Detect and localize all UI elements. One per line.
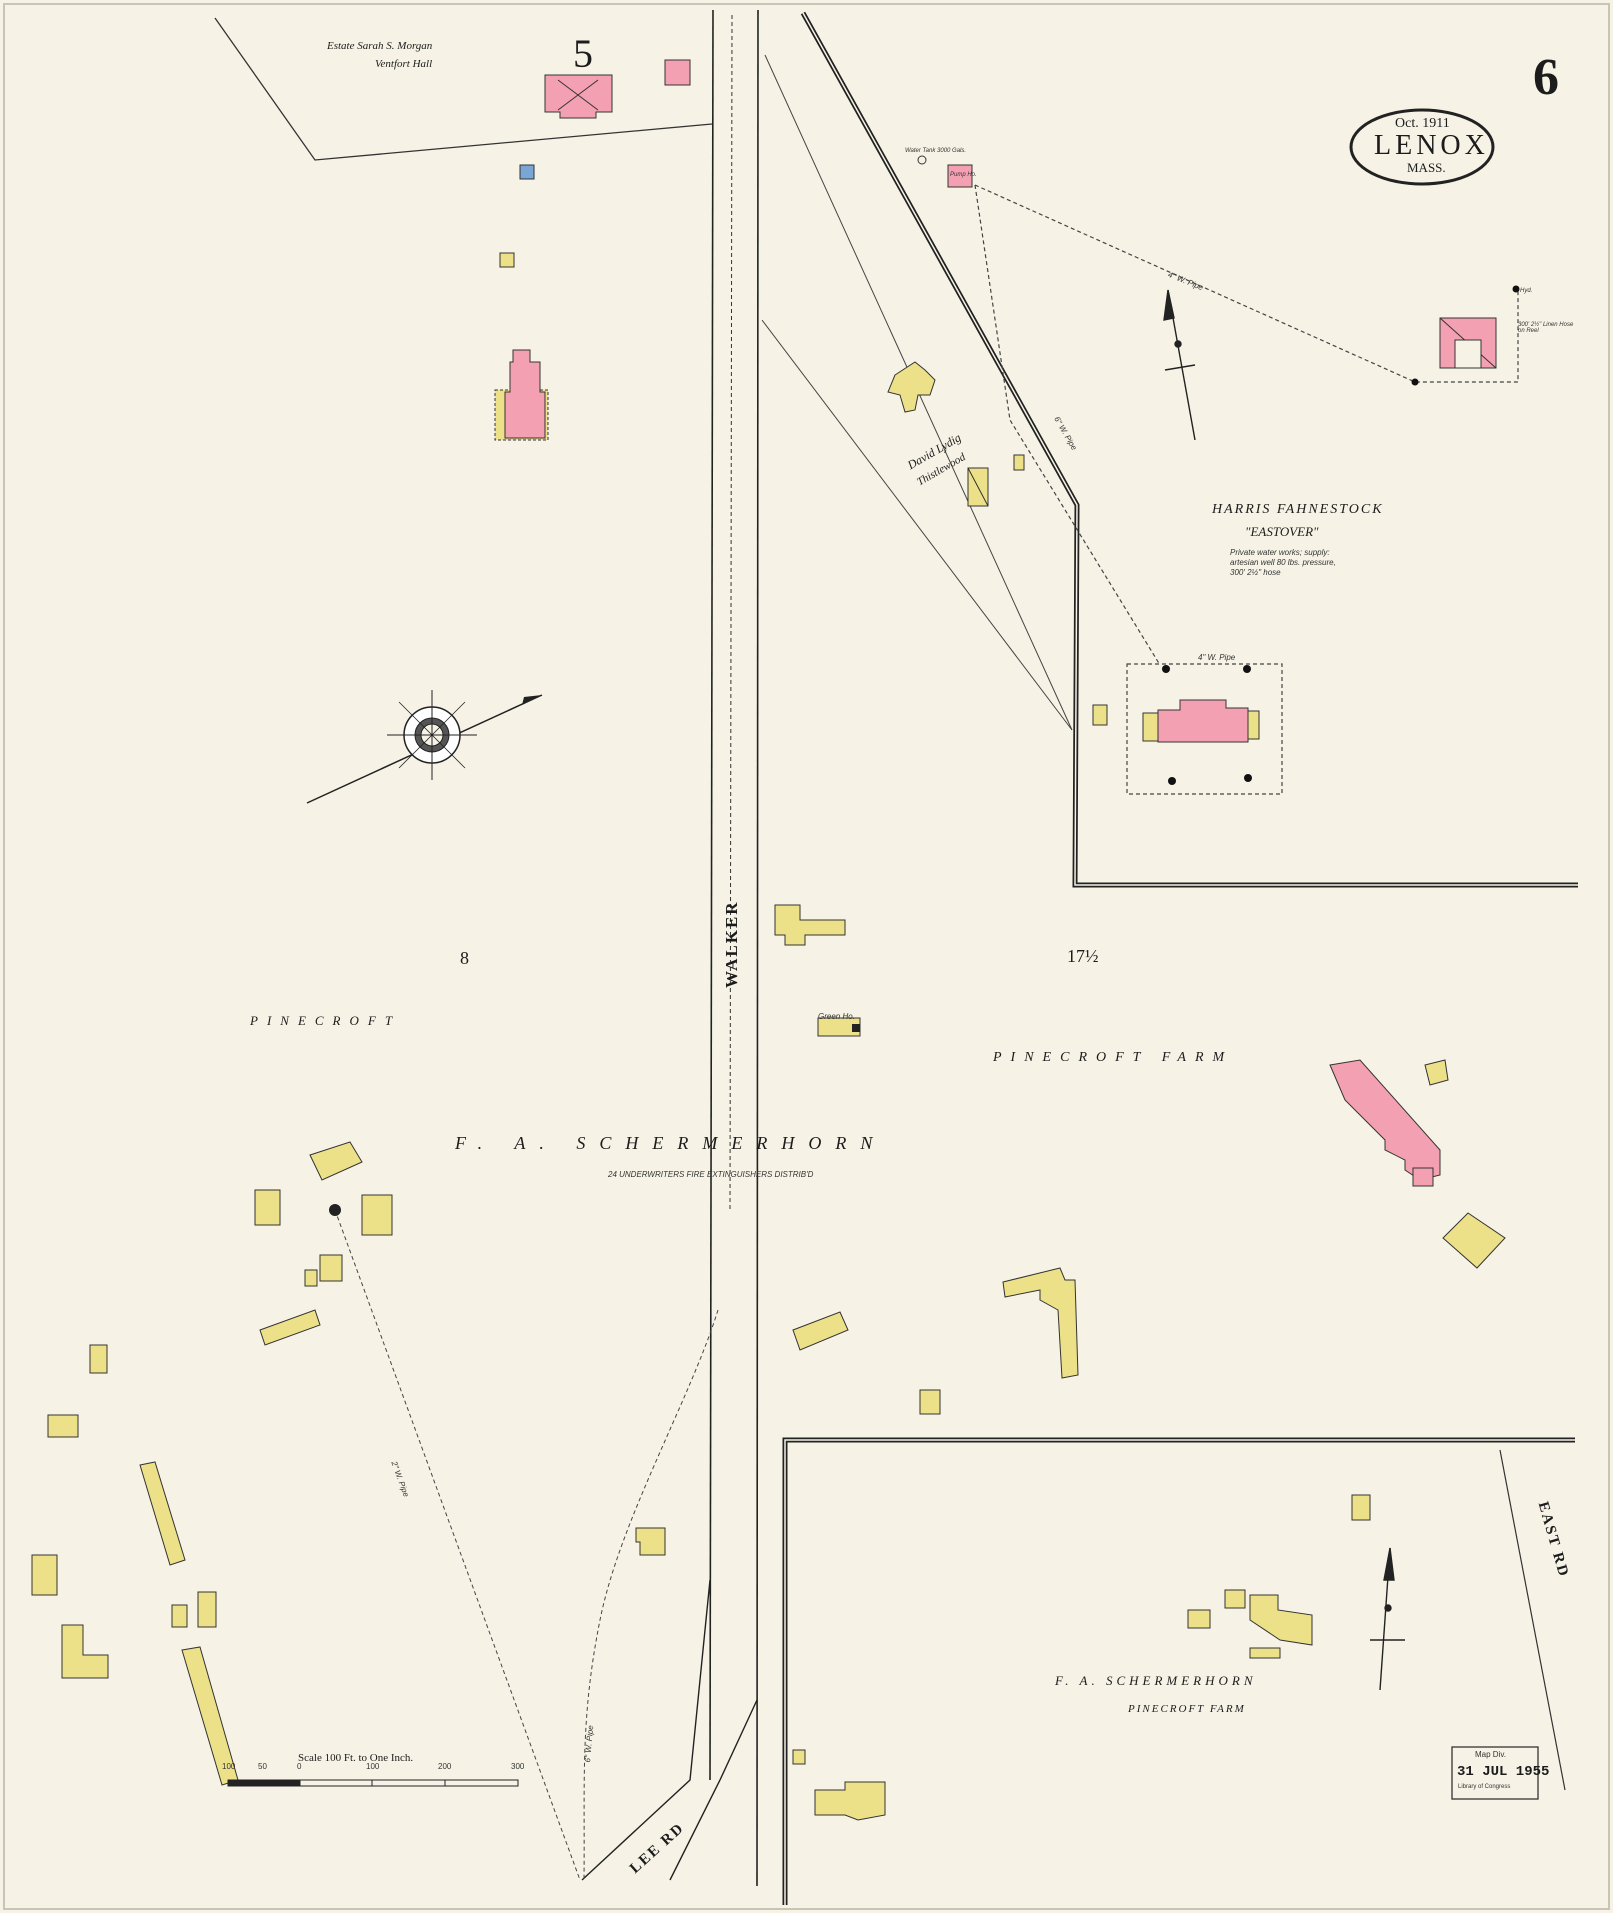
fahnestock-outbuilding <box>1439 317 1497 369</box>
walker-street-label: WALKER <box>722 900 741 988</box>
scale-tick-50: 50 <box>258 1762 267 1771</box>
walker-street-east <box>756 9 759 1887</box>
scale-title: Scale 100 Ft. to One Inch. <box>298 1752 414 1764</box>
water-tank-label: Water Tank 3000 Gals. <box>905 148 967 154</box>
compass-rose <box>306 690 543 804</box>
stamp-library: Library of Congress <box>1458 1784 1511 1790</box>
thistlewood-house <box>887 361 936 413</box>
schermerhorn-south-label: F. A. Schermerhorn <box>1055 1673 1257 1688</box>
pinecroft-farm-label: Pinecroft Farm <box>993 1050 1234 1065</box>
scale-tick-0: 0 <box>297 1762 302 1771</box>
cartouche-town: Lenox <box>1374 130 1489 161</box>
block-number-17-half: 17½ <box>1067 946 1099 966</box>
lee-road-east <box>669 1699 758 1881</box>
lee-road-west <box>581 1579 711 1881</box>
north-arrow-top <box>1163 289 1196 441</box>
cartouche-date: Oct. 1911 <box>1395 116 1450 131</box>
sheet-number: 6 <box>1533 49 1559 106</box>
receipt-stamp <box>1451 1746 1539 1800</box>
pinecroft-farm-south-label: Pinecroft Farm <box>1128 1703 1246 1715</box>
scale-tick-200: 200 <box>438 1762 452 1771</box>
green-house-label: Green Ho. <box>818 1012 855 1021</box>
scale-tick-100: 100 <box>366 1762 380 1771</box>
pump-house <box>947 164 973 188</box>
scale-tick-100-left: 100 <box>222 1762 236 1771</box>
fahnestock-label: Harris Fahnestock <box>1212 502 1384 517</box>
morgan-lot-line <box>214 17 713 161</box>
pipe-label-eastover: 4" W. Pipe <box>1198 653 1236 662</box>
morgan-house <box>494 349 549 441</box>
extinguishers-note: 24 Underwriters Fire Extinguishers distr… <box>608 1170 814 1179</box>
adjoining-sheet-number: 5 <box>573 31 593 76</box>
north-arrow-bottom <box>1370 1547 1405 1691</box>
hose-reel-label: 300' 2½" Linen Hose on Reel <box>1518 322 1574 334</box>
eastover-label: "Eastover" <box>1245 524 1319 539</box>
stamp-division: Map Div. <box>1475 1750 1506 1759</box>
ventfort-hall <box>544 74 613 119</box>
morgan-estate-label: Estate Sarah S. Morgan <box>327 40 433 52</box>
scale-bar <box>227 1779 519 1787</box>
cartouche-oval <box>1349 108 1495 186</box>
stamp-date: 31 JUL 1955 <box>1457 1764 1550 1780</box>
water-works-note-3: 300' 2½" hose <box>1230 568 1281 577</box>
water-works-note-2: artesian well 80 lbs. pressure, <box>1230 558 1336 567</box>
pinecroft-label: Pinecroft <box>250 1013 402 1028</box>
pump-house-label: Pump Ho. <box>950 172 977 178</box>
scale-tick-300: 300 <box>511 1762 525 1771</box>
ventfort-hall-label: Ventfort Hall <box>375 58 433 70</box>
block-number-8: 8 <box>460 948 469 968</box>
schermerhorn-label: F. A. Schermerhorn <box>455 1133 887 1153</box>
sheet-edge <box>3 3 1610 1910</box>
water-works-note-1: Private water works; supply: <box>1230 548 1330 557</box>
cartouche-state: Mass. <box>1407 160 1446 175</box>
hydrant-label: Hyd. <box>1520 288 1533 294</box>
walker-street-west <box>709 9 714 1781</box>
eastover-house <box>1142 699 1260 743</box>
